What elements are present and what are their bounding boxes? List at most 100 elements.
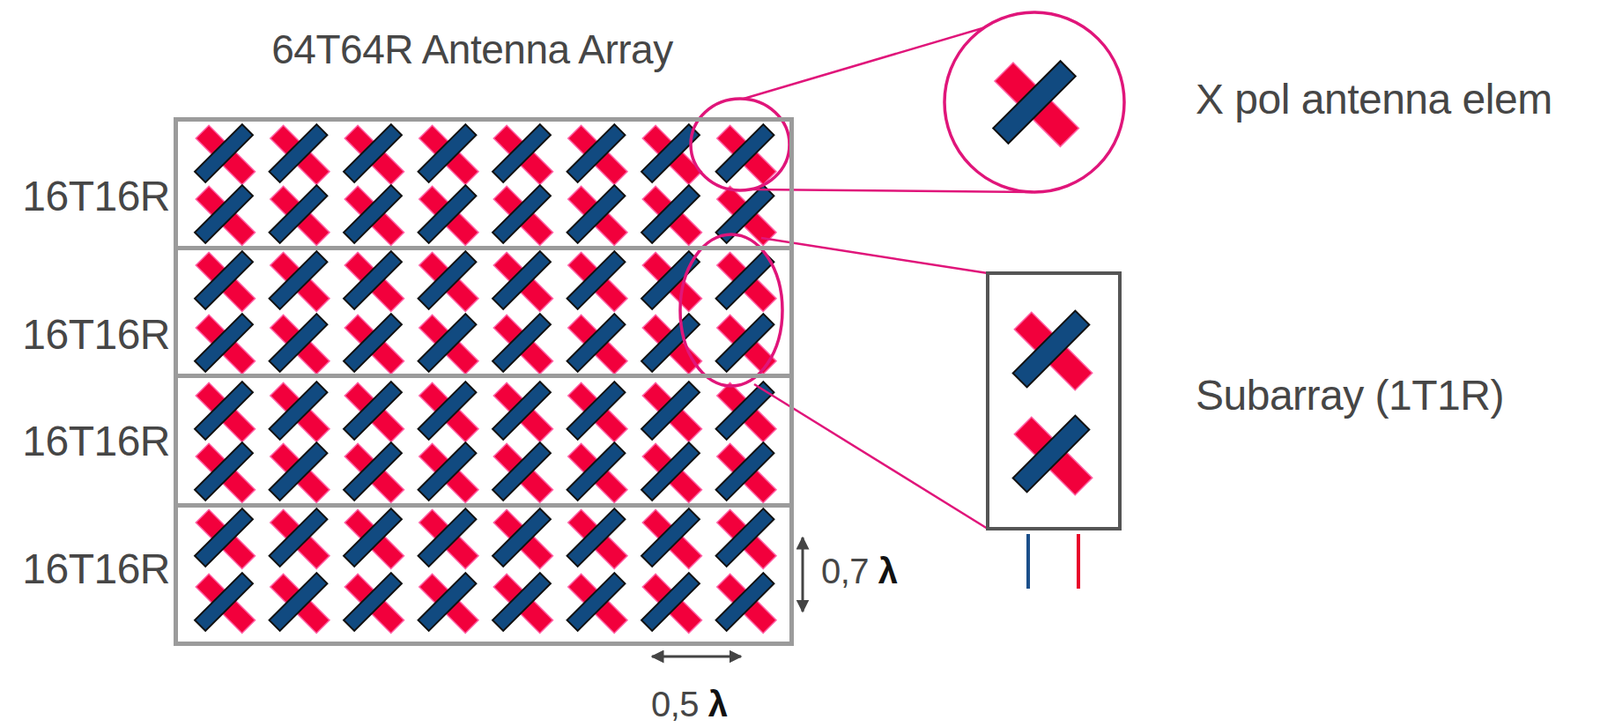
blue-dipole xyxy=(567,508,626,567)
blue-dipole xyxy=(343,313,402,372)
blue-dipole xyxy=(418,442,477,501)
antenna-array: 64T64R Antenna Array16T16R16T16R16T16R16… xyxy=(173,117,794,646)
x-pol-element-detail xyxy=(992,60,1079,147)
blue-dipole xyxy=(492,185,551,244)
blue-dipole xyxy=(269,313,328,372)
blue-dipole xyxy=(1013,415,1090,493)
blue-dipole xyxy=(716,313,775,372)
blue-dipole xyxy=(1013,311,1090,388)
x-pol-element xyxy=(641,381,702,442)
blue-dipole xyxy=(194,185,253,244)
blue-dipole xyxy=(418,381,477,440)
x-pol-element xyxy=(492,313,553,374)
blue-dipole xyxy=(194,508,253,567)
dimension-label: 0,5 λ xyxy=(651,682,727,726)
x-pol-element xyxy=(269,572,330,633)
x-pol-element xyxy=(418,251,479,312)
blue-dipole xyxy=(492,313,551,372)
port-line-blue xyxy=(1026,533,1030,589)
dimension-arrow xyxy=(651,655,741,659)
blue-dipole xyxy=(269,251,328,310)
x-pol-element xyxy=(492,442,553,503)
blue-dipole xyxy=(567,381,626,440)
blue-dipole xyxy=(194,442,253,501)
x-pol-element xyxy=(716,572,777,633)
x-pol-element xyxy=(567,185,628,245)
x-pol-element xyxy=(567,251,628,312)
x-pol-element xyxy=(269,381,330,442)
x-pol-element xyxy=(418,442,479,503)
blue-dipole xyxy=(194,313,253,372)
x-pol-element xyxy=(418,185,479,245)
array-band: 16T16R xyxy=(177,503,790,643)
blue-dipole xyxy=(269,124,328,183)
blue-dipole xyxy=(716,124,775,183)
x-pol-element xyxy=(343,251,404,312)
blue-dipole xyxy=(418,572,477,631)
blue-dipole xyxy=(567,442,626,501)
x-pol-element xyxy=(641,313,702,374)
x-pol-element xyxy=(343,124,404,185)
subarray-label: Subarray (1T1R) xyxy=(1195,370,1504,422)
subarray-circle xyxy=(680,234,783,386)
blue-dipole xyxy=(641,508,700,567)
x-pol-element xyxy=(641,185,702,245)
x-pol-element xyxy=(492,251,553,312)
x-pol-element xyxy=(492,381,553,442)
x-pol-element xyxy=(418,381,479,442)
x-pol-element xyxy=(418,124,479,185)
x-pol-element xyxy=(418,313,479,374)
x-pol-element xyxy=(343,508,404,569)
x-pol-element xyxy=(716,251,777,312)
x-pol-element xyxy=(716,381,777,442)
label-holder: 0,5 λ xyxy=(651,682,727,726)
port-line-red xyxy=(1076,533,1081,589)
dimension-arrow xyxy=(801,537,805,612)
x-pol-element xyxy=(418,572,479,633)
blue-dipole xyxy=(343,381,402,440)
blue-dipole xyxy=(567,572,626,631)
x-pol-element xyxy=(269,185,330,245)
blue-dipole xyxy=(492,572,551,631)
x-pol-element xyxy=(343,572,404,633)
blue-dipole xyxy=(641,381,700,440)
subarray-leader xyxy=(761,237,988,274)
blue-dipole xyxy=(194,251,253,310)
x-pol-element xyxy=(269,508,330,569)
x-pol-element xyxy=(492,572,553,633)
x-pol-element xyxy=(269,124,330,185)
blue-dipole xyxy=(641,572,700,631)
x-pol-element xyxy=(269,251,330,312)
blue-dipole xyxy=(269,185,328,244)
x-pol-element xyxy=(194,381,255,442)
blue-dipole xyxy=(492,442,551,501)
x-pol-element xyxy=(992,60,1079,147)
band-label: 16T16R xyxy=(0,170,171,223)
blue-dipole xyxy=(716,251,775,310)
blue-dipole xyxy=(492,251,551,310)
label-holder: 0,7 λ xyxy=(821,549,897,593)
x-pol-element xyxy=(194,508,255,569)
x-pol-element xyxy=(194,572,255,633)
blue-dipole xyxy=(194,124,253,183)
blue-dipole xyxy=(418,185,477,244)
x-pol-element xyxy=(194,442,255,503)
x-pol-element xyxy=(641,572,702,633)
array-band: 16T16R xyxy=(177,373,790,504)
x-pol-element xyxy=(567,124,628,185)
blue-dipole xyxy=(567,185,626,244)
blue-dipole xyxy=(567,251,626,310)
blue-dipole xyxy=(992,60,1076,144)
blue-dipole xyxy=(716,572,775,631)
dimension-label: 0,7 λ xyxy=(821,549,897,593)
blue-dipole xyxy=(343,572,402,631)
zoom-circle xyxy=(690,98,790,191)
blue-dipole xyxy=(492,508,551,567)
array-title: 64T64R Antenna Array xyxy=(166,25,778,75)
blue-dipole xyxy=(492,124,551,183)
x-pol-element xyxy=(194,185,255,245)
x-pol-element xyxy=(567,313,628,374)
blue-dipole xyxy=(269,572,328,631)
subarray-box xyxy=(987,273,1120,529)
